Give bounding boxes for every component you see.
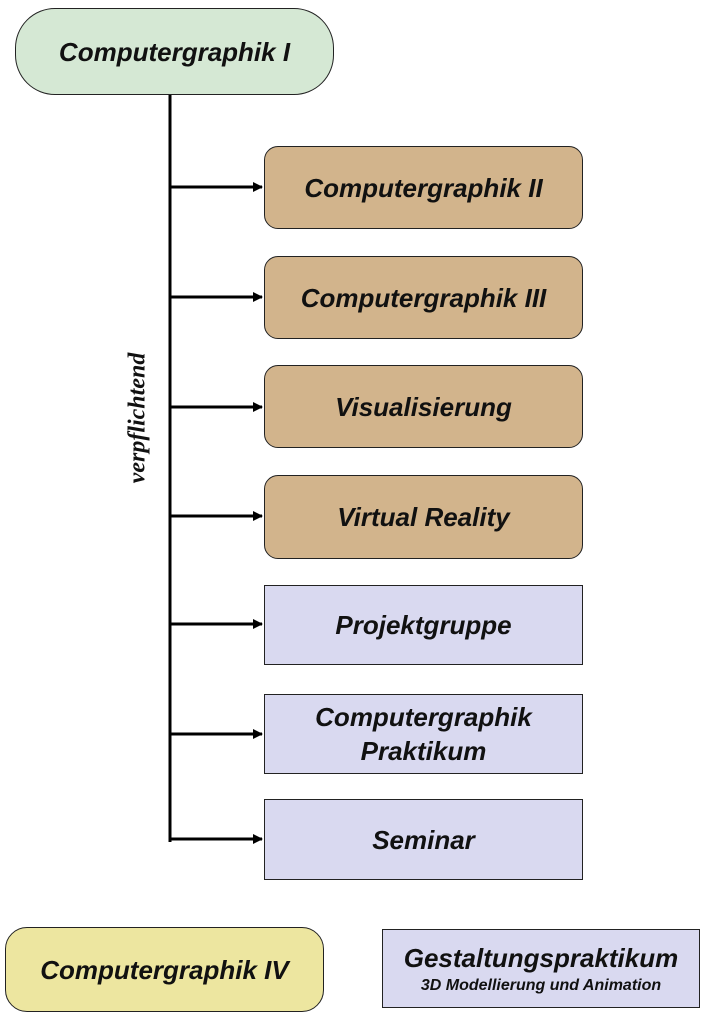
node-label: Computergraphik III bbox=[300, 282, 547, 313]
node-subtitle: 3D Modellierung und Animation bbox=[420, 976, 662, 994]
verpflichtend-label: verpflichtend bbox=[124, 352, 151, 484]
root-node: Computergraphik I bbox=[15, 8, 334, 95]
node-label-line2: Praktikum bbox=[360, 736, 487, 766]
node-label: Virtual Reality bbox=[337, 502, 510, 532]
node-title: Gestaltungspraktikum bbox=[403, 942, 679, 973]
root-node-label: Computergraphik I bbox=[58, 36, 291, 67]
node-visualisierung: Visualisierung bbox=[264, 365, 583, 448]
node-computergraphik-praktikum: Computergraphik Praktikum bbox=[264, 694, 583, 774]
node-label: Projektgruppe bbox=[335, 610, 512, 640]
node-virtual-reality: Virtual Reality bbox=[264, 475, 583, 559]
node-label: Computergraphik II bbox=[304, 172, 543, 203]
node-label: Visualisierung bbox=[335, 391, 512, 422]
node-projektgruppe: Projektgruppe bbox=[264, 585, 583, 665]
node-label: Seminar bbox=[372, 824, 475, 855]
node-label: Computergraphik IV bbox=[40, 954, 289, 985]
node-computergraphik-ii: Computergraphik II bbox=[264, 146, 583, 229]
node-computergraphik-iv: Computergraphik IV bbox=[5, 927, 324, 1012]
node-seminar: Seminar bbox=[264, 799, 583, 880]
node-computergraphik-iii: Computergraphik III bbox=[264, 256, 583, 339]
node-gestaltungspraktikum: Gestaltungspraktikum 3D Modellierung und… bbox=[382, 929, 700, 1008]
node-label-line1: Computergraphik bbox=[315, 702, 532, 732]
